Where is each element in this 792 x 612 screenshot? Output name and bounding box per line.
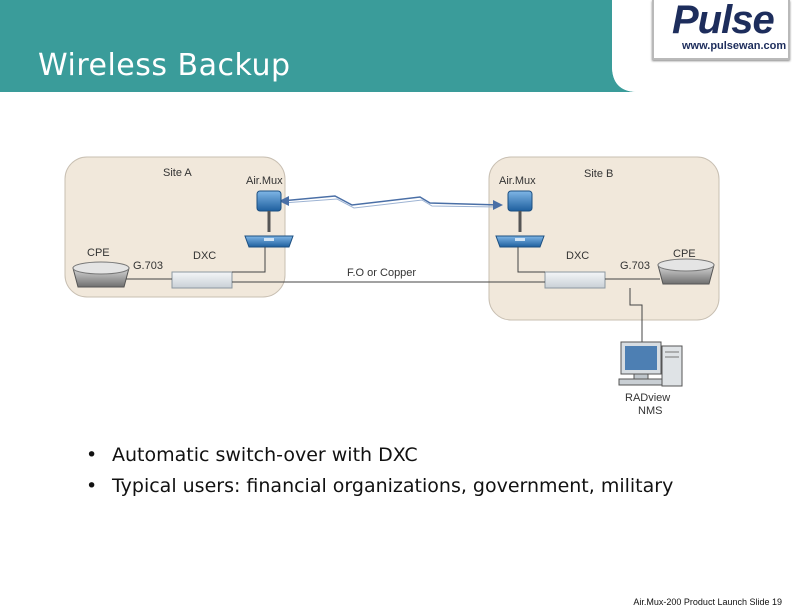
site-a-label: Site A: [163, 167, 192, 179]
bullet-dot: •: [86, 475, 98, 497]
wireless-link-shadow: [282, 198, 499, 209]
dxc-b-label: DXC: [566, 250, 589, 262]
link-label: F.O or Copper: [347, 267, 416, 279]
nms-label-2: NMS: [638, 405, 662, 417]
g703-b-label: G.703: [620, 260, 650, 272]
cables: [126, 247, 660, 342]
slide-footer: Air.Mux-200 Product Launch Slide 19: [633, 597, 782, 607]
airmux-a-label: Air.Mux: [246, 175, 283, 187]
bullet-text: Typical users: financial organizations, …: [112, 475, 674, 497]
wireless-link: [280, 195, 501, 206]
arrowhead-right: [493, 200, 503, 210]
bullet-list: • Automatic switch-over with DXC • Typical…: [86, 440, 712, 502]
cpe-a-label: CPE: [87, 247, 110, 259]
pulse-logo: Pulse www.pulsewan.com: [652, 0, 790, 60]
dxc-a-label: DXC: [193, 250, 216, 262]
airmux-b-label: Air.Mux: [499, 175, 536, 187]
bullet-dot: •: [86, 444, 98, 466]
page-title: Wireless Backup: [38, 48, 291, 83]
site-a-panel: [64, 156, 286, 298]
g703-a-label: G.703: [133, 260, 163, 272]
logo-brand: Pulse: [672, 0, 775, 42]
nms-workstation: [618, 341, 683, 387]
cpe-a-device: [72, 261, 130, 288]
bullet-item: • Automatic switch-over with DXC: [86, 440, 712, 471]
logo-url: www.pulsewan.com: [682, 40, 787, 52]
cpe-b-label: CPE: [673, 248, 696, 260]
bullet-text: Automatic switch-over with DXC: [112, 444, 418, 466]
dxc-a-device: [171, 271, 233, 289]
dxc-b-device: [544, 271, 606, 289]
airmux-a-radio: [244, 190, 294, 248]
cpe-b-device: [657, 258, 715, 285]
site-b-label: Site B: [584, 168, 613, 180]
nms-label-1: RADview: [625, 392, 670, 404]
bullet-item: • Typical users: financial organizations,…: [86, 471, 712, 502]
airmux-b-radio: [495, 190, 545, 248]
arrowhead-left: [279, 196, 289, 206]
header-bar: Wireless Backup: [0, 0, 792, 92]
header-background: [0, 0, 655, 92]
